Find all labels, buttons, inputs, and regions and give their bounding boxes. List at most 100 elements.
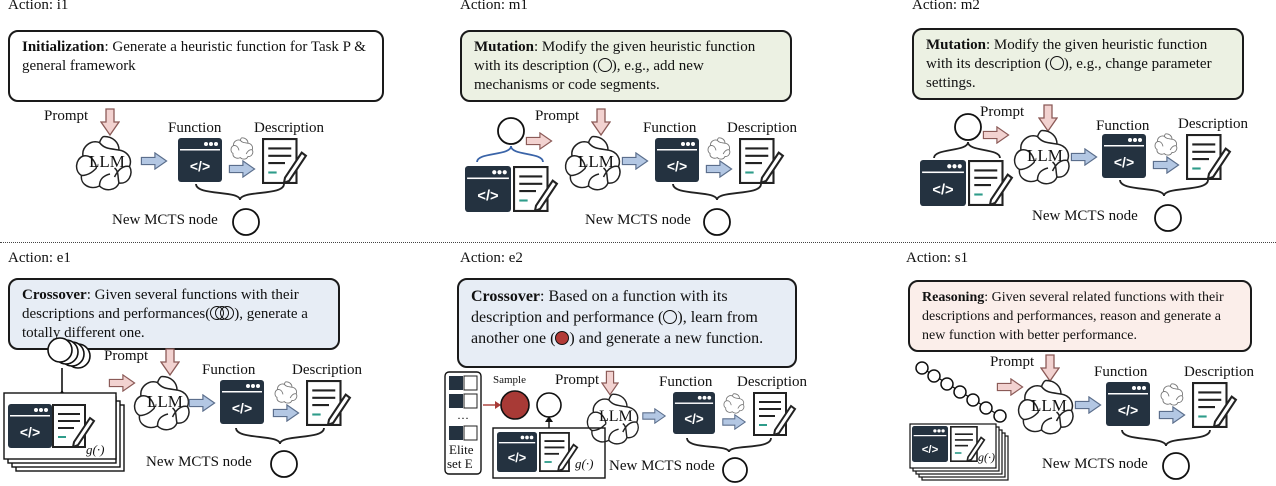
llm-small-icon: [707, 137, 731, 160]
elite-label: Elite: [449, 442, 474, 457]
g-label: g(·): [978, 450, 995, 464]
arrow-head: [545, 416, 553, 422]
prompt-label: Prompt: [104, 348, 149, 364]
brace-icon: [235, 427, 325, 445]
mcts-node-circle-icon: [497, 117, 525, 145]
mcts-node-circle-icon: [722, 457, 748, 483]
code-window-icon: [673, 392, 715, 434]
prompt-arrow-icon: [525, 132, 553, 150]
function-label: Function: [168, 120, 222, 136]
mcts-node-circle-icon: [703, 208, 731, 236]
panel-m2: Action: m2 Mutation: Modify the given he…: [850, 0, 1275, 242]
arrow-icon: [722, 414, 746, 430]
action-label: Action: e1: [8, 250, 71, 266]
function-label: Function: [659, 374, 713, 390]
arrow-icon: [1074, 396, 1102, 414]
elite-code-icon: [449, 394, 463, 408]
node-label: New MCTS node: [1032, 208, 1138, 224]
mcts-node-circle-icon: [47, 337, 73, 363]
prompt-title: Crossover: [471, 288, 541, 305]
code-window-icon: [920, 160, 966, 206]
brace-icon: [933, 141, 1001, 159]
mcts-node-circle-icon: [220, 306, 235, 320]
mcts-node-circle-icon: [536, 392, 562, 418]
code-window-icon: [8, 404, 52, 448]
mcts-node-circle-icon: [232, 208, 260, 236]
llm-small-icon: [723, 393, 745, 414]
g-label: g(·): [86, 442, 105, 457]
function-label: Function: [1096, 118, 1150, 134]
prompt-text: ), e.g., change parameter settings.: [926, 56, 1212, 91]
function-label: Function: [1094, 364, 1148, 380]
prompt-title: Reasoning: [922, 290, 985, 305]
code-window-icon: [912, 426, 948, 462]
description-document-icon: [1186, 134, 1231, 180]
llm-small-icon: [274, 381, 298, 404]
node-label: New MCTS node: [112, 212, 218, 228]
mcts-node-circle-icon: [954, 113, 982, 141]
panel-e1: Action: e1 Crossover: Given several func…: [0, 244, 425, 486]
elite-desc-icon: [463, 375, 478, 391]
prompt-text: : Modify the given heuristic function wi…: [926, 37, 1208, 72]
elite-desc-icon: [463, 393, 478, 409]
prompt-arrow-icon: [108, 374, 136, 392]
prompt-arrow-icon: [996, 378, 1024, 396]
prompt-box: Crossover: Based on a function with its …: [457, 278, 797, 368]
prompt-text: : Generate a heuristic function for Task…: [22, 39, 366, 74]
action-label: Action: i1: [8, 0, 69, 13]
prompt-arrow-icon: [160, 348, 180, 376]
code-window-icon: [220, 380, 264, 424]
prompt-label: Prompt: [980, 104, 1025, 120]
llm-label: LLM: [578, 152, 614, 171]
elite-set-label: set E: [447, 456, 473, 471]
mcts-node-circle-icon: [1162, 452, 1190, 480]
node-label: New MCTS node: [1042, 456, 1148, 472]
prompt-title: Mutation: [474, 39, 534, 55]
mcts-node-circle-icon: [597, 58, 612, 72]
prompt-text: : Modify the given heuristic function wi…: [474, 39, 756, 74]
prompt-box: Reasoning: Given several related functio…: [908, 280, 1252, 352]
prompt-title: Crossover: [22, 287, 87, 303]
prompt-arrow-icon: [1038, 104, 1058, 132]
section-divider: [0, 242, 1276, 243]
prompt-arrow-icon: [601, 370, 619, 396]
prompt-label: Prompt: [44, 108, 89, 124]
arrow-icon: [642, 408, 666, 424]
arrow-icon: [188, 394, 216, 412]
elite-code-icon: [449, 426, 463, 440]
action-label: Action: s1: [906, 250, 969, 266]
prompt-arrow-icon: [591, 108, 611, 136]
description-document-icon: [968, 160, 1013, 206]
description-document-icon: [739, 138, 784, 184]
prompt-label: Prompt: [990, 354, 1035, 370]
description-document-icon: [753, 392, 796, 436]
prompt-arrow-icon: [100, 108, 120, 136]
elite-desc-icon: [463, 425, 478, 441]
node-label: New MCTS node: [609, 458, 715, 474]
description-label: Description: [1184, 364, 1254, 380]
description-label: Description: [1178, 116, 1248, 132]
brace-icon: [672, 183, 762, 201]
panel-s1: Action: s1 Reasoning: Given several rela…: [850, 244, 1275, 486]
prompt-arrow-icon: [982, 126, 1010, 144]
prompt-arrow-icon: [1040, 354, 1060, 382]
arrow-icon: [1152, 156, 1180, 174]
node-label: New MCTS node: [585, 212, 691, 228]
description-document-icon: [306, 380, 351, 426]
code-window-icon: [465, 166, 511, 212]
code-window-icon: [497, 432, 537, 472]
brace-icon: [686, 437, 772, 453]
prompt-text: ) and generate a new function.: [569, 330, 764, 347]
action-label: Action: e2: [460, 250, 523, 266]
node-label: New MCTS node: [146, 454, 252, 470]
llm-label: LLM: [1031, 396, 1067, 415]
elite-code-icon: [449, 376, 463, 390]
arrow-icon: [705, 160, 733, 178]
chain-node-icon: [993, 409, 1007, 423]
description-label: Description: [737, 374, 807, 390]
code-window-icon: [1106, 382, 1150, 426]
sample-label: Sample: [493, 374, 526, 386]
brace-icon: [1119, 179, 1209, 197]
action-label: Action: m1: [460, 0, 528, 13]
llm-small-icon: [1154, 133, 1178, 156]
